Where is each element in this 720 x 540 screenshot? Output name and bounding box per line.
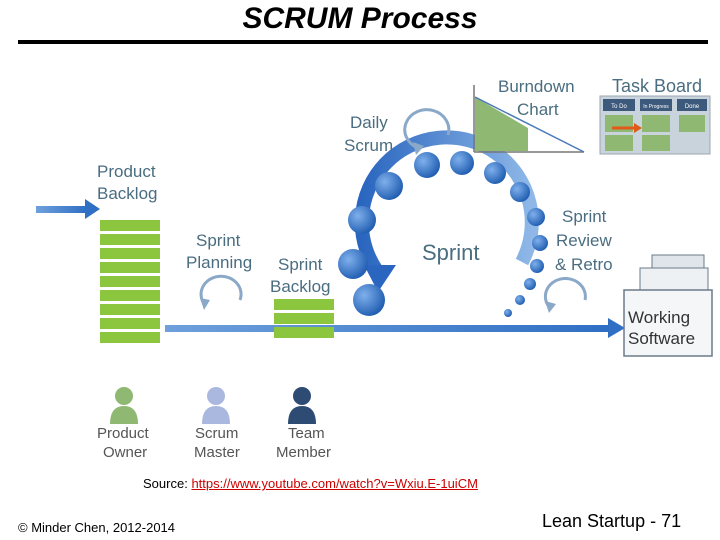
- planning-cycle-icon: [199, 274, 243, 310]
- burndown-label-1: Burndown: [498, 77, 575, 96]
- burndown-chart-icon: [473, 85, 585, 153]
- working-software-icon: [623, 254, 713, 357]
- product-backlog-label-1: Product: [97, 162, 156, 181]
- role-scrum-master-line1: Scrum: [195, 425, 238, 442]
- role-product-owner: [110, 387, 138, 424]
- working-software-label-2: Software: [628, 329, 695, 348]
- sprint-planning-label-2: Planning: [186, 253, 252, 272]
- review-cycle-icon: [543, 277, 587, 313]
- role-scrum-master: [202, 387, 230, 424]
- main-flow-arrow: [165, 318, 625, 338]
- product-backlog-stack: [100, 220, 160, 343]
- source-link[interactable]: https://www.youtube.com/watch?v=Wxiu.E-1…: [191, 476, 478, 491]
- working-software-label-1: Working: [628, 308, 690, 327]
- sprint-label: Sprint: [422, 240, 479, 265]
- source-label: Source:: [143, 476, 188, 491]
- product-backlog-label-2: Backlog: [97, 184, 157, 203]
- sprint-backlog-label-1: Sprint: [278, 255, 323, 274]
- role-team-member-line1: Team: [288, 425, 325, 442]
- copyright: © Minder Chen, 2012-2014: [18, 520, 176, 535]
- task-board-icon: [599, 95, 711, 155]
- task-col-todo: To Do: [611, 104, 627, 110]
- daily-scrum-label-2: Scrum: [344, 136, 393, 155]
- sprint-review-label-2: Review: [556, 231, 612, 250]
- sprint-backlog-stack: [274, 299, 334, 338]
- sprint-planning-label-1: Sprint: [196, 231, 241, 250]
- input-arrow: [36, 199, 100, 219]
- slide-number: Lean Startup - 71: [542, 511, 682, 531]
- role-team-member-line2: Member: [276, 444, 331, 461]
- source-line: Source: https://www.youtube.com/watch?v=…: [143, 476, 478, 491]
- sprint-review-label-3: & Retro: [555, 255, 613, 274]
- daily-cycle-icon: [403, 108, 451, 155]
- sprint-backlog-label-2: Backlog: [270, 277, 330, 296]
- daily-scrum-balls: [338, 151, 548, 317]
- sprint-review-label-1: Sprint: [562, 207, 607, 226]
- sprint-cycle: [354, 130, 539, 292]
- slide-title: SCRUM Process: [242, 2, 478, 35]
- daily-scrum-label-1: Daily: [350, 113, 388, 132]
- burndown-label-2: Chart: [517, 100, 559, 119]
- role-product-owner-line2: Owner: [103, 444, 147, 461]
- role-team-member: [288, 387, 316, 424]
- role-product-owner-line1: Product: [97, 425, 150, 442]
- title-rule: [18, 40, 708, 44]
- role-scrum-master-line2: Master: [194, 444, 240, 461]
- task-col-done: Done: [685, 104, 700, 110]
- task-board-title: Task Board: [612, 76, 702, 96]
- task-col-progress: In Progress: [643, 104, 669, 110]
